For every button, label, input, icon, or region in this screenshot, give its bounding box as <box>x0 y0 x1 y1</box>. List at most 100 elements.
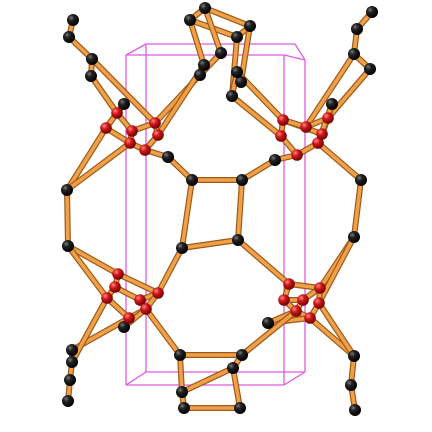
red-atom <box>152 287 164 299</box>
red-atom <box>297 294 309 306</box>
bond <box>202 5 253 29</box>
bond <box>179 237 241 251</box>
black-atom <box>349 404 361 416</box>
bond <box>239 157 278 183</box>
black-atom <box>348 350 360 362</box>
bond <box>88 73 120 116</box>
black-atom <box>351 23 363 35</box>
bond <box>89 56 158 126</box>
black-atom <box>234 402 246 414</box>
red-atom <box>322 112 334 124</box>
black-atom <box>198 59 210 71</box>
black-atom <box>262 317 274 329</box>
red-atom <box>275 130 287 142</box>
bond <box>64 140 133 193</box>
black-atom <box>355 174 367 186</box>
black-atom <box>366 6 378 18</box>
black-atom <box>85 70 97 82</box>
black-atom <box>178 402 190 414</box>
red-atom <box>312 137 324 149</box>
bond-fill <box>188 18 206 67</box>
bond-fill <box>144 307 182 357</box>
black-atom <box>231 31 243 43</box>
red-atom <box>283 278 295 290</box>
black-atom <box>235 76 247 88</box>
bond <box>187 17 207 68</box>
bond-fill <box>240 158 277 182</box>
red-atom <box>112 268 124 280</box>
bond-network <box>64 5 375 413</box>
bond <box>230 365 243 411</box>
red-atom <box>124 137 136 149</box>
bond <box>143 306 183 358</box>
black-atom <box>231 66 243 78</box>
bond-fill <box>352 178 363 239</box>
bond <box>235 177 245 243</box>
bond-fill <box>326 67 372 120</box>
bond <box>64 125 109 193</box>
unit-cell-edge <box>283 54 306 61</box>
red-atom <box>316 128 328 140</box>
black-atom <box>66 344 78 356</box>
black-atom <box>236 174 248 186</box>
bond <box>202 5 224 56</box>
red-atom <box>278 294 290 306</box>
black-atom <box>236 349 248 361</box>
unit-cell-edge <box>283 371 306 386</box>
bond-fill <box>178 353 184 394</box>
unit-cell <box>125 43 306 386</box>
bond-fill <box>316 141 363 182</box>
bond-fill <box>236 178 244 242</box>
red-atom <box>139 144 151 156</box>
bond-fill <box>231 366 242 410</box>
bond-fill <box>317 301 356 358</box>
red-atom <box>100 122 112 134</box>
bond-fill <box>89 74 119 115</box>
black-atom <box>118 98 130 110</box>
bond-fill <box>65 126 108 192</box>
black-atom <box>66 356 78 368</box>
unit-cell-edge <box>125 371 147 386</box>
black-atom <box>215 47 227 59</box>
bond <box>316 234 357 306</box>
bond-fill <box>304 52 356 129</box>
atom-layer <box>61 2 378 416</box>
black-atom <box>67 14 79 26</box>
bond <box>235 237 292 287</box>
bond-fill <box>236 238 291 286</box>
red-atom <box>101 292 113 304</box>
black-atom <box>118 321 130 333</box>
black-atom <box>364 63 376 75</box>
unit-cell-edge <box>125 43 147 56</box>
red-atom <box>290 305 302 317</box>
black-atom <box>227 362 239 374</box>
bond-fill <box>116 272 160 295</box>
bond-fill <box>65 141 132 192</box>
bond-fill <box>317 235 356 305</box>
bond <box>179 177 195 251</box>
bond-fill <box>203 6 223 55</box>
black-atom <box>184 14 196 26</box>
black-atom <box>186 174 198 186</box>
bond <box>239 308 299 358</box>
red-atom <box>123 312 135 324</box>
black-atom <box>62 395 74 407</box>
bond <box>315 140 364 183</box>
red-atom <box>149 117 161 129</box>
bond-fill <box>180 178 194 250</box>
bond <box>177 352 185 395</box>
bond-fill <box>203 6 252 28</box>
red-atom <box>304 312 316 324</box>
red-atom <box>314 282 326 294</box>
black-atom <box>269 154 281 166</box>
bond <box>64 187 71 249</box>
bond <box>179 365 236 395</box>
black-atom <box>348 231 360 243</box>
bond-fill <box>180 366 235 394</box>
black-atom <box>62 240 74 252</box>
red-atom <box>152 129 164 141</box>
bond <box>351 177 364 240</box>
black-atom <box>348 48 360 60</box>
